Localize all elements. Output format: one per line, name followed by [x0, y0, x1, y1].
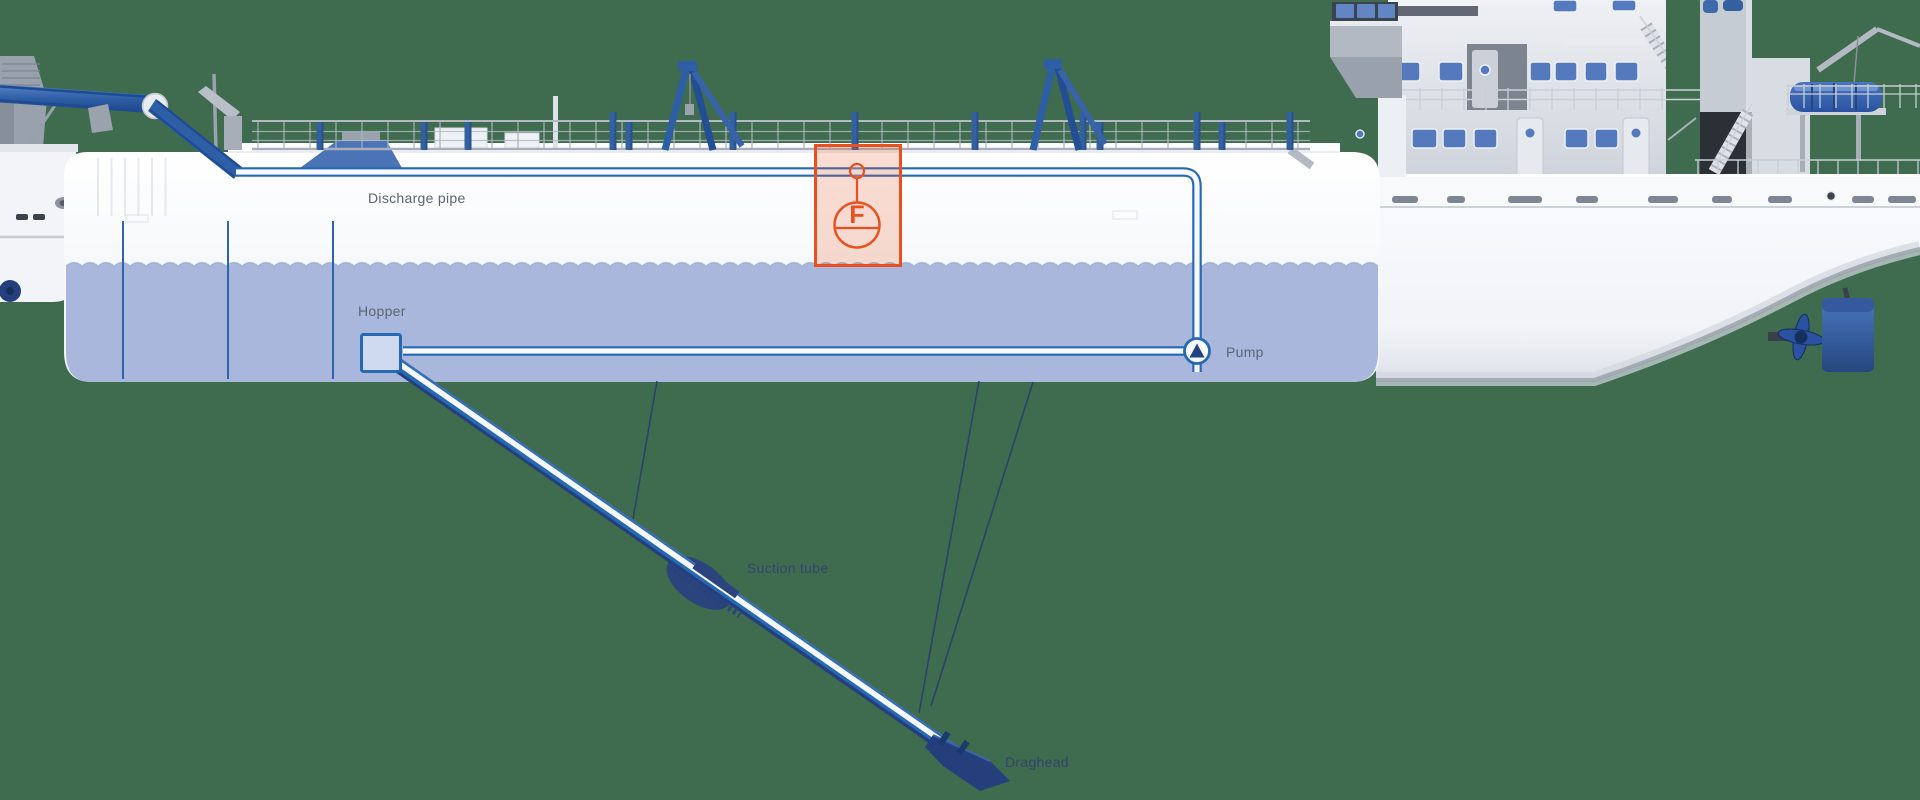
- companionway-doors: [1516, 117, 1650, 179]
- flow-meter-hotspot[interactable]: [814, 144, 902, 267]
- barge-thruster-icon: [0, 280, 21, 302]
- stern-section: [1330, 0, 1920, 386]
- window-icon: [1552, 0, 1578, 13]
- window-icon: [1564, 128, 1589, 149]
- hopper-chute: [300, 140, 402, 168]
- schematic-overlay: [236, 162, 1211, 791]
- bow-crane-icon: [198, 73, 242, 151]
- cutaway-hull: [64, 143, 1380, 382]
- suction-tube: [370, 342, 962, 761]
- bulkhead-lines: [122, 210, 1138, 379]
- pipe-route: [236, 167, 1202, 372]
- window-icon: [1442, 128, 1467, 149]
- exhaust-pipe-icon: [1723, 0, 1743, 11]
- hopper-water: [66, 262, 1378, 382]
- hopper-outlet-box: [360, 333, 402, 373]
- flow-meter-symbol-icon: [833, 162, 881, 249]
- hawse-hole-icon: [1825, 190, 1837, 202]
- rudder: [1822, 287, 1874, 372]
- porthole-icon: [1355, 129, 1365, 139]
- exhaust-pipe-icon: [1703, 0, 1718, 13]
- window-icon: [1584, 61, 1608, 82]
- catwalk: [252, 120, 1315, 170]
- gantry-crane-icon: [1029, 59, 1108, 151]
- gantry-wires: [632, 380, 1034, 714]
- davit-crane-icon: [1816, 26, 1879, 73]
- pump-icon: [1183, 337, 1211, 365]
- window-icon: [1554, 61, 1578, 82]
- window-icon: [1411, 128, 1438, 149]
- window-icon: [1529, 61, 1552, 82]
- window-icon: [1614, 61, 1639, 82]
- window-icon: [1438, 61, 1464, 82]
- window-icon: [1594, 128, 1619, 149]
- discharge-boom: [0, 84, 242, 179]
- bridge-wing: [1330, 2, 1406, 177]
- deck-structures: [198, 59, 1315, 170]
- stern-hull: [1376, 177, 1920, 381]
- window-icon: [1611, 0, 1637, 12]
- draghead: [925, 730, 1010, 791]
- deck-posts: [316, 112, 1294, 150]
- window-icon: [1473, 128, 1498, 149]
- gantry-crane-icon: [661, 61, 745, 151]
- barge-left: [0, 56, 78, 302]
